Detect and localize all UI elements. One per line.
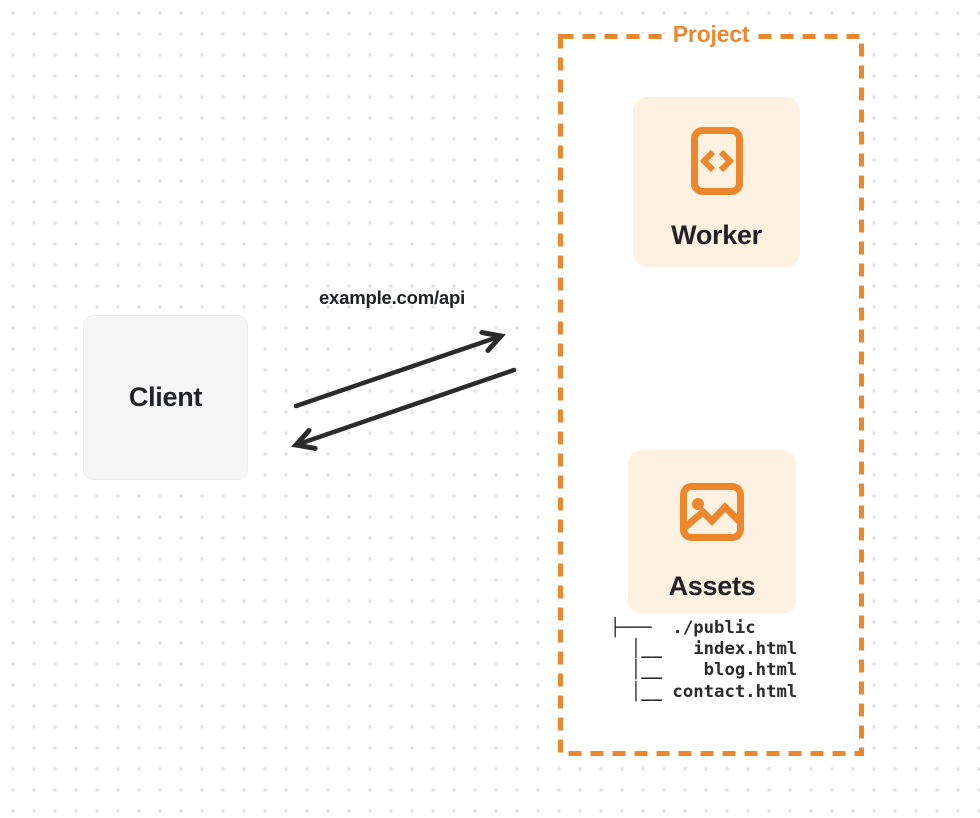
tree-line-contact: │__ contact.html: [610, 681, 798, 702]
project-dashed-border: [558, 34, 864, 756]
tree-line-blog: │__ blog.html: [610, 660, 798, 681]
worker-label: Worker: [671, 220, 762, 250]
project-label: Project: [667, 21, 755, 48]
worker-node: Worker: [633, 97, 800, 267]
connection-label: example.com/api: [318, 287, 466, 308]
client-label: Client: [128, 382, 203, 412]
tree-line-public: ├─── ./public: [610, 618, 756, 638]
client-node: Client: [83, 315, 248, 480]
request-arrow: [293, 330, 506, 409]
assets-label: Assets: [668, 571, 756, 601]
file-tree: ├─── ./public │__ index.html │__ blog.ht…: [610, 618, 797, 703]
tree-line-index: │__ index.html: [610, 639, 798, 660]
code-file-icon: [690, 127, 743, 195]
image-icon: [680, 483, 744, 541]
assets-node: Assets: [628, 450, 796, 614]
response-arrow: [291, 367, 517, 451]
project-container: Project Worker Assets ├─── ./public │__ …: [558, 21, 864, 756]
